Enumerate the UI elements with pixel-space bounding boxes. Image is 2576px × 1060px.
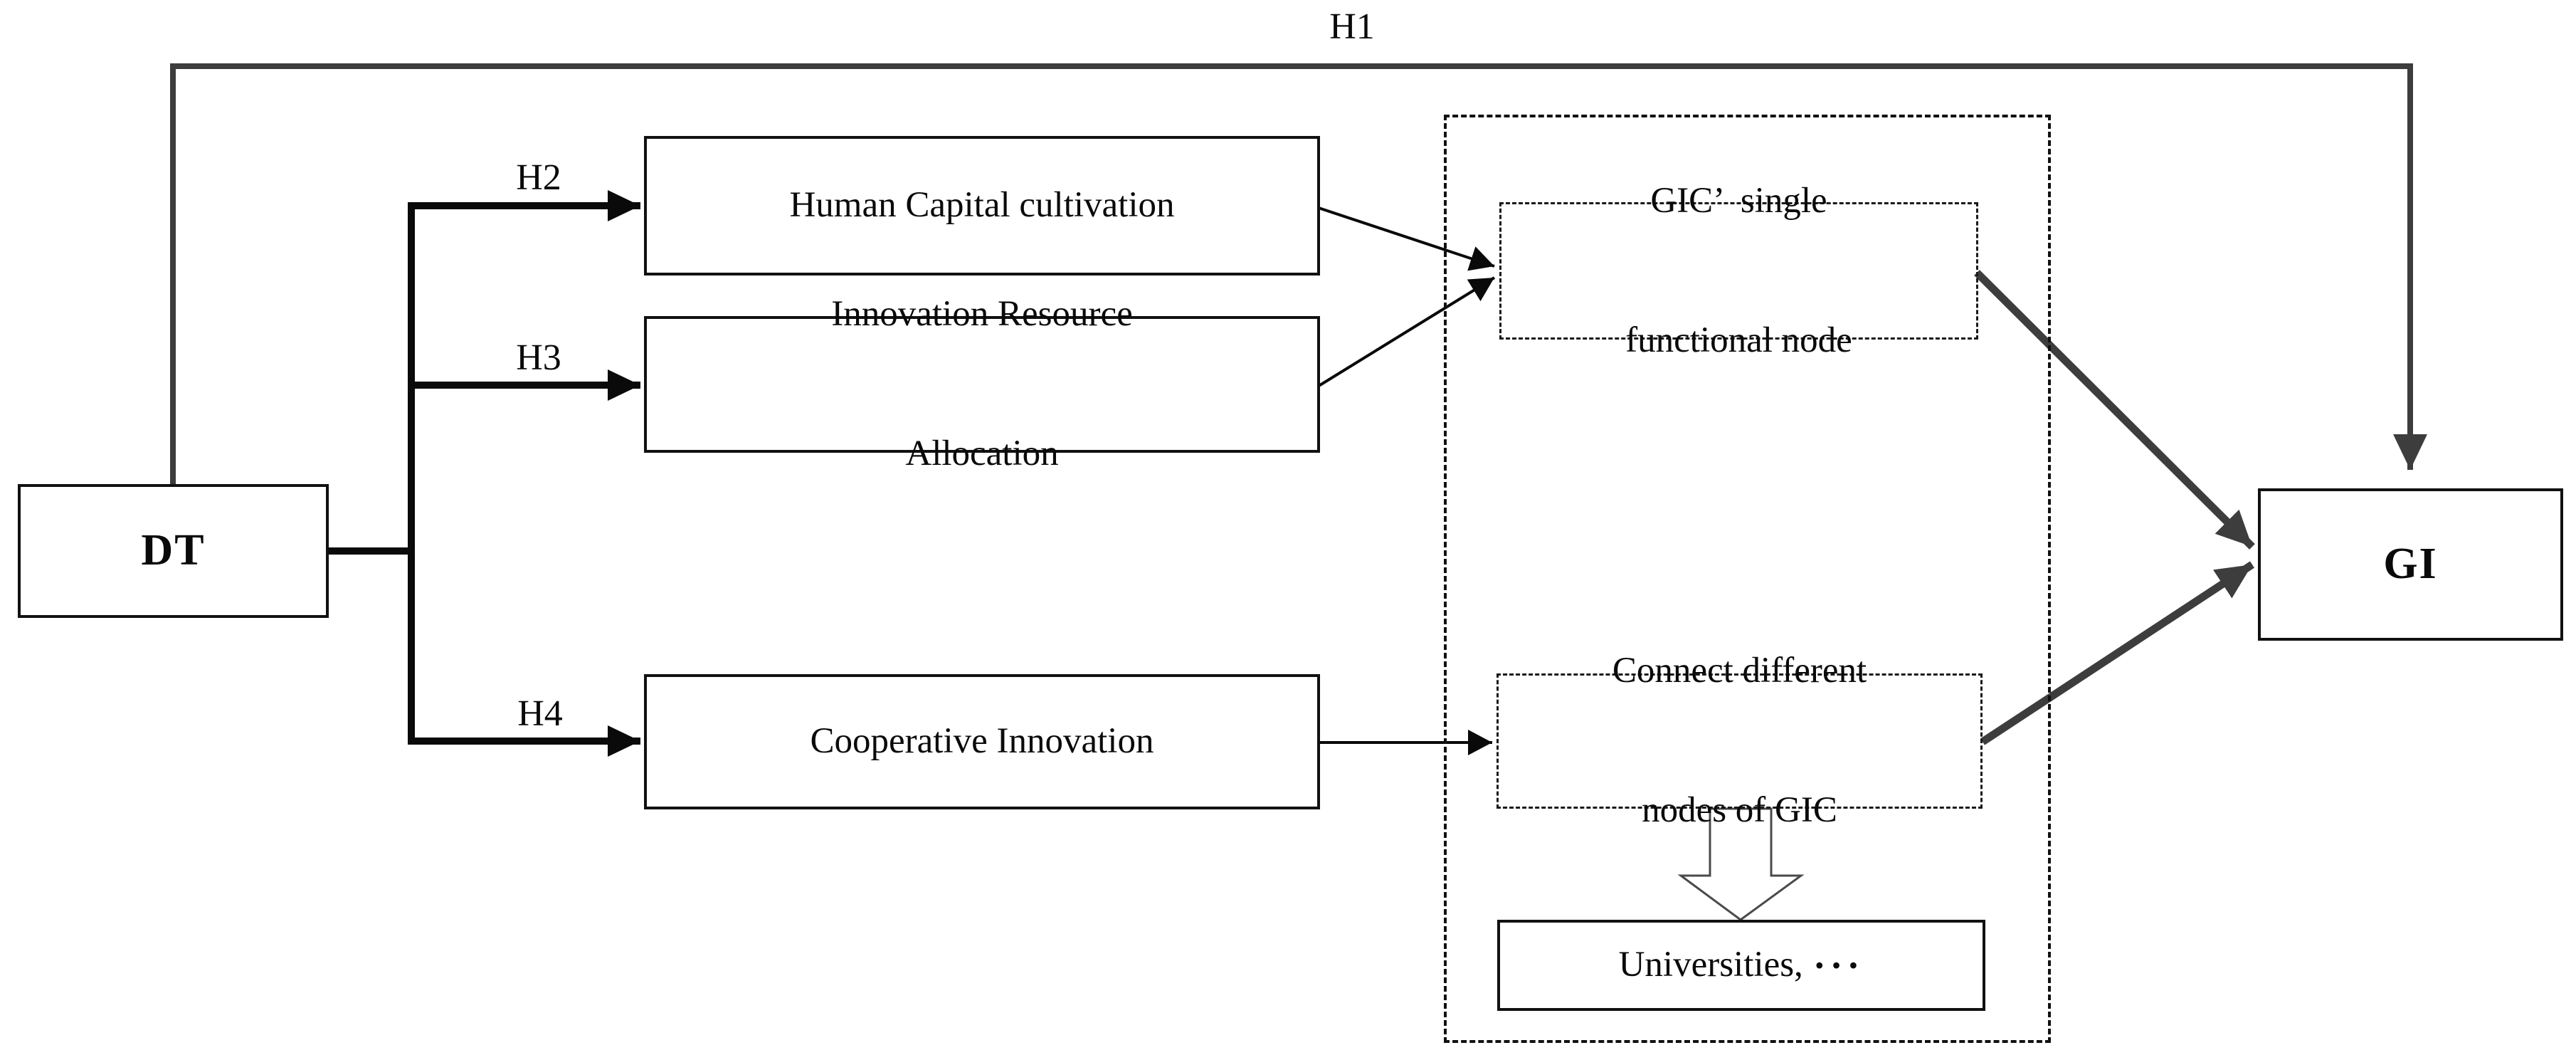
- gic-to-gi-arrow: [1974, 270, 2255, 550]
- node-innovation-resource-line2: Allocation: [905, 434, 1059, 474]
- node-dt-label: DT: [141, 526, 206, 575]
- node-universities-label: Universities,: [1618, 945, 1803, 985]
- h1-connector-dt-to-gi: [170, 63, 2427, 486]
- human-capital-to-gic-arrow: [1316, 206, 1495, 271]
- node-gic-single-line1: GIC’ single: [1650, 180, 1827, 221]
- node-innovation-resource-line1: Innovation Resource: [831, 294, 1133, 335]
- node-cooperative-label: Cooperative Innovation: [810, 721, 1154, 762]
- node-human-capital: Human Capital cultivation: [644, 136, 1320, 276]
- node-cooperative: Cooperative Innovation: [644, 674, 1320, 809]
- node-connect-nodes-line1: Connect different: [1612, 651, 1867, 691]
- node-gi-label: GI: [2383, 540, 2438, 589]
- node-dt: DT: [18, 484, 329, 618]
- node-connect-nodes: Connect different nodes of GIC: [1496, 651, 1983, 830]
- h2-label: H2: [516, 157, 561, 198]
- h3-label: H3: [516, 337, 561, 378]
- node-gic-single-line2: functional node: [1625, 320, 1852, 360]
- node-gic-single: GIC’ single functional node: [1499, 181, 1978, 360]
- node-universities: Universities, ···: [1497, 920, 1985, 1011]
- node-connect-nodes-line2: nodes of GIC: [1642, 790, 1837, 831]
- node-innovation-resource: Innovation Resource Allocation: [644, 294, 1320, 473]
- node-universities-ellipsis: ···: [1812, 943, 1864, 987]
- block-arrow-down: [1677, 807, 1805, 921]
- node-human-capital-label: Human Capital cultivation: [789, 185, 1175, 226]
- connect-to-gi-arrow: [1980, 561, 2255, 745]
- node-gi: GI: [2258, 488, 2563, 641]
- h1-label: H1: [1329, 6, 1375, 47]
- gic-container: [1444, 115, 2051, 1043]
- innovation-resource-to-gic-arrow: [1315, 276, 1496, 389]
- h4-label: H4: [517, 693, 563, 734]
